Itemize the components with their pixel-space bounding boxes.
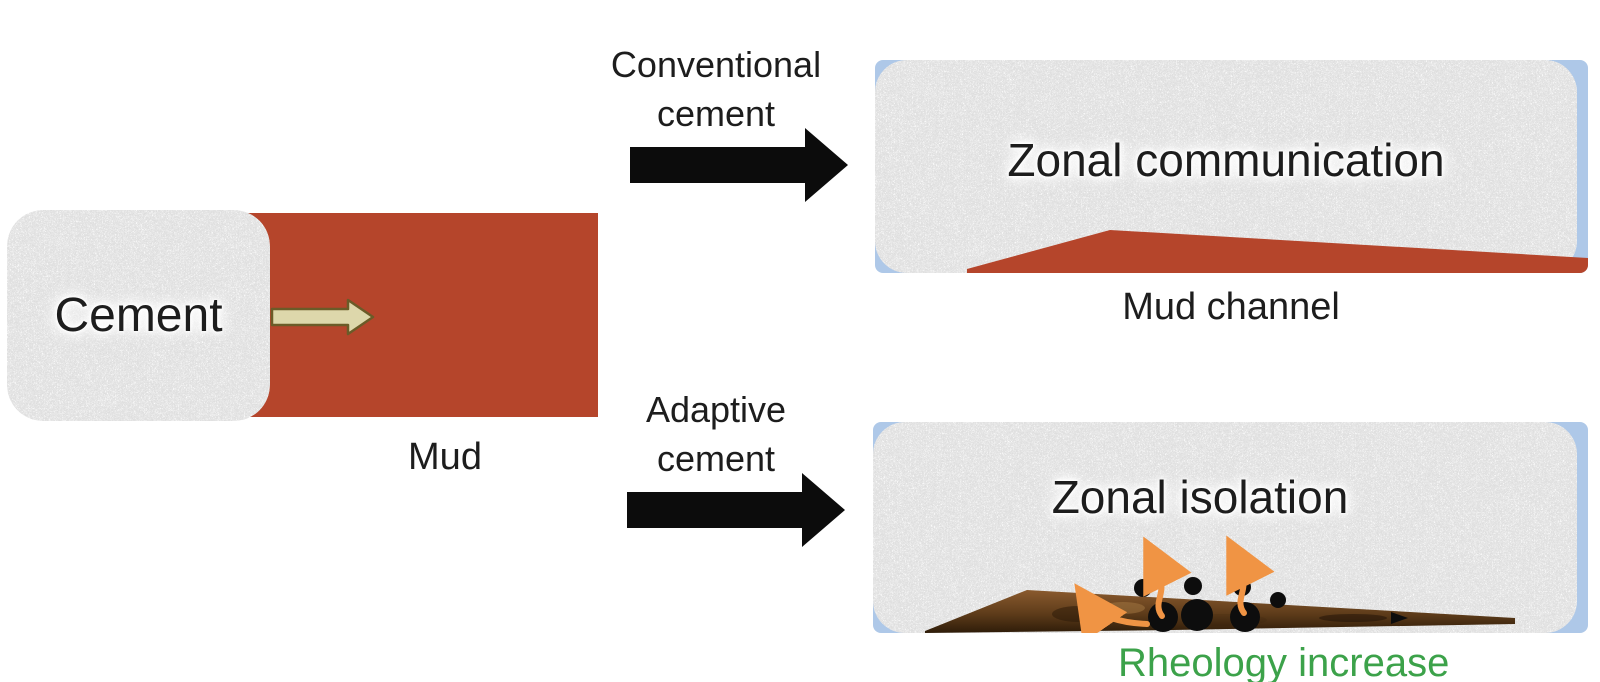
conventional-cement-line2: cement — [656, 93, 776, 134]
granite-texture — [873, 422, 1577, 633]
mud-channel-shape — [967, 230, 1588, 273]
granite-texture — [7, 210, 270, 421]
zonal-communication-label: Zonal communication — [1007, 134, 1445, 186]
adaptive-cement-label: Adaptive cement — [566, 385, 866, 483]
cement-flow-arrow-icon — [270, 298, 375, 336]
rheology-increase-caption: Rheology increase — [1118, 641, 1450, 682]
conventional-cement-label: Conventional cement — [566, 40, 866, 138]
conventional-path-arrow-icon — [630, 128, 848, 202]
zonal-communication-panel: Zonal communication — [875, 60, 1588, 273]
cement-block: Cement — [7, 210, 270, 421]
cement-label: Cement — [54, 288, 223, 342]
mud-label: Mud — [408, 436, 482, 478]
adaptive-cement-line1: Adaptive — [645, 389, 787, 430]
orange-wavy-up-arrows-icon — [1074, 535, 1275, 633]
zonal-isolation-panel: Zonal isolation — [873, 422, 1588, 633]
adaptive-cement-line2: cement — [656, 438, 776, 479]
mud-channel-caption: Mud channel — [1122, 286, 1340, 328]
granite-texture — [875, 60, 1588, 273]
adaptive-path-arrow-icon — [627, 473, 845, 547]
zonal-isolation-label: Zonal isolation — [1051, 471, 1349, 523]
conventional-cement-line1: Conventional — [610, 44, 822, 85]
channel-tip-arrow-icon — [1391, 612, 1408, 624]
